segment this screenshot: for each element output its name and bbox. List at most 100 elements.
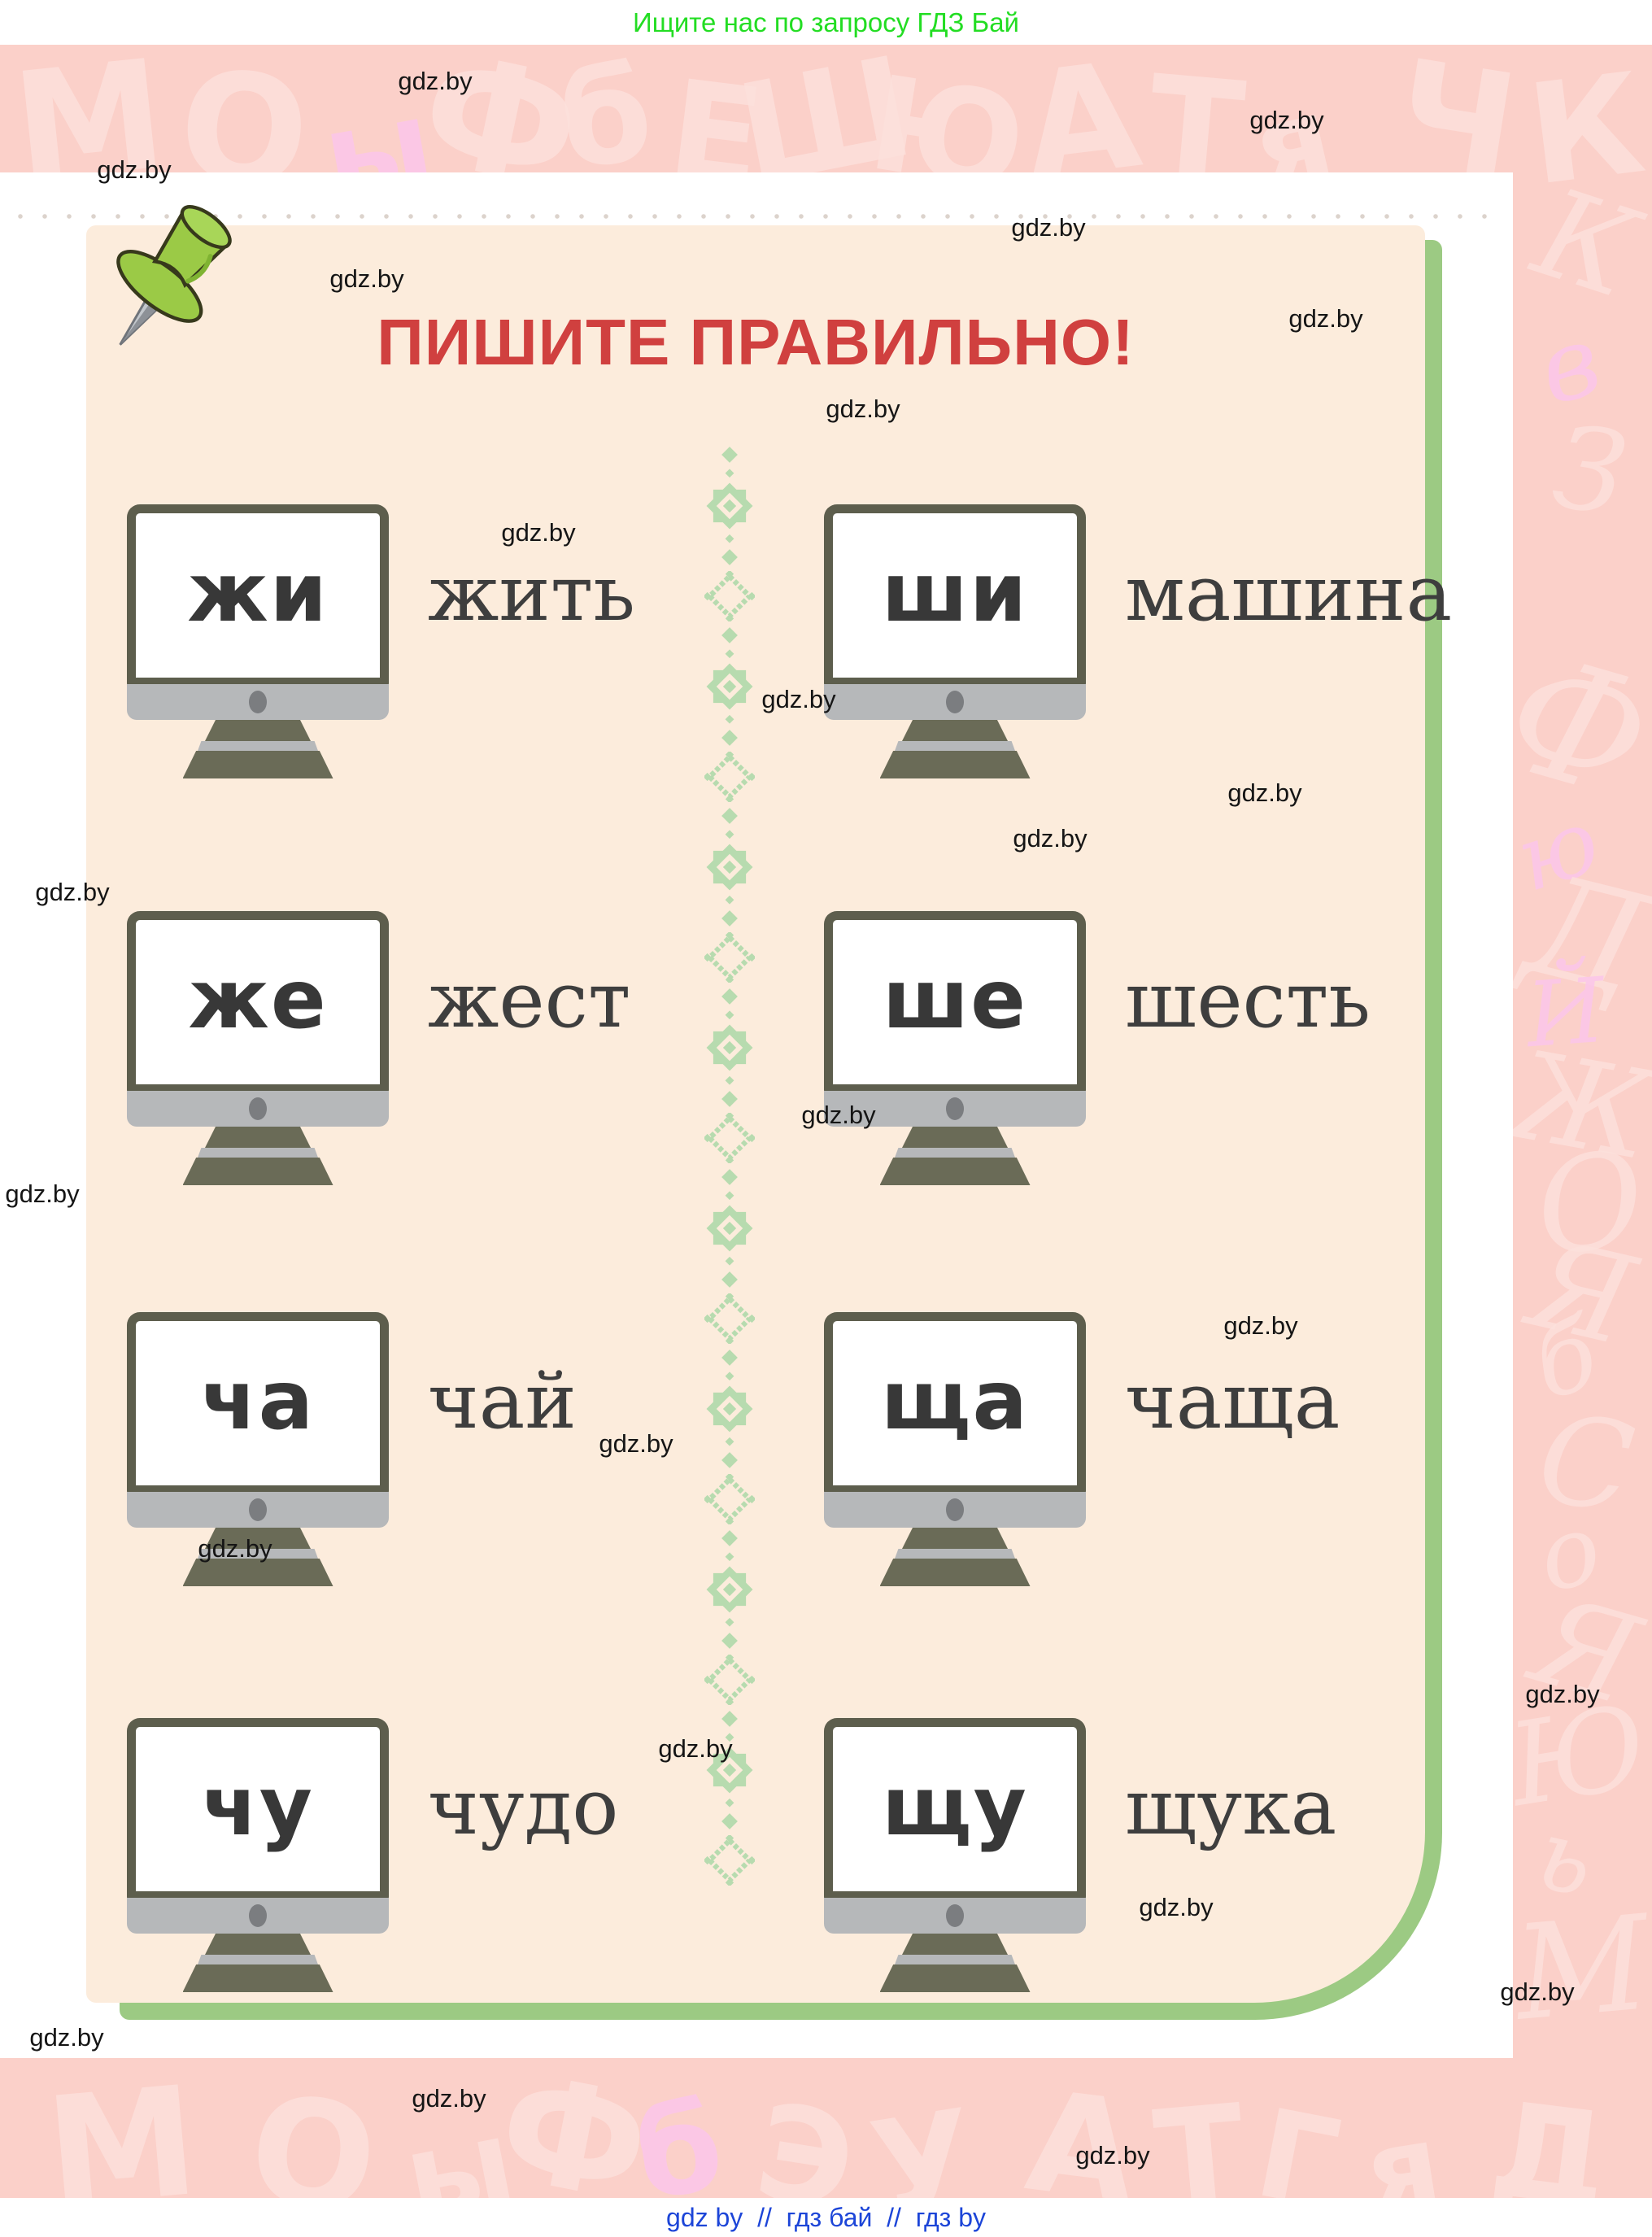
example-word: жить [428,549,635,639]
watermark: gdz.by [599,1429,673,1458]
watermark: gdz.by [1249,106,1324,134]
watermark: gdz.by [398,67,473,95]
ornament-star-icon [706,1733,753,1807]
camera-dot-icon [249,1498,267,1521]
camera-dot-icon [249,691,267,713]
ornament-dot-icon [721,1091,738,1107]
example-word: чай [428,1357,577,1446]
monitor-icon: ше [824,911,1086,1185]
monitor-screen: ши [824,504,1086,685]
watermark: gdz.by [29,2023,104,2052]
decorative-letter: А [1018,2060,1145,2198]
ornament-dot-icon [721,1271,738,1288]
ornament-diamond-icon [704,1835,755,1886]
ornament-dot-icon [721,1813,738,1829]
decorative-letter: Э [746,2073,865,2198]
poster-title: ПИШИТЕ ПРАВИЛЬНО! [377,306,1135,378]
folk-ornament-column [691,446,769,1918]
syllable-label: ше [882,951,1028,1047]
watermark: gdz.by [761,685,836,713]
decorative-letter: Т [1149,2075,1251,2198]
camera-dot-icon [249,1904,267,1927]
syllable-label: ща [880,1352,1030,1448]
footer-links[interactable]: gdz by // гдз бай // гдз by [666,2202,986,2232]
ornament-dot-icon [721,1711,738,1727]
decorative-letter: б [554,45,658,198]
ornament-diamond-icon [704,932,755,983]
example-word: щука [1125,1763,1337,1852]
watermark: gdz.by [501,518,576,547]
monitor-chin [127,1492,389,1528]
ornament-dot-icon [721,627,738,643]
ornament-star-icon [706,1371,753,1446]
ornament-diamond-icon [704,1293,755,1344]
ornament-dot-icon [721,730,738,746]
syllable-card: ше шесть [824,911,1430,1204]
monitor-icon: чу [127,1718,389,1992]
monitor-chin [127,1898,389,1934]
watermark: gdz.by [1139,1893,1214,1921]
syllable-label: ча [200,1352,316,1448]
ornament-star-icon [706,1552,753,1627]
pushpin-icon [116,205,232,346]
watermark: gdz.by [826,395,900,423]
decorative-letter: Д [1482,2073,1617,2198]
syllable-card: ча чай [127,1312,696,1605]
dotted-divider [8,213,1505,220]
monitor-icon: ши [824,504,1086,778]
camera-dot-icon [946,1097,964,1120]
ornament-dot-icon [721,1169,738,1185]
monitor-chin [824,1091,1086,1127]
monitor-stand [127,1934,389,1992]
promo-text: Ищите нас по запросу ГДЗ Бай [633,7,1019,37]
ornament-dot-icon [721,988,738,1005]
ornament-dot-icon [721,1452,738,1468]
monitor-icon: ща [824,1312,1086,1586]
ornament-dot-icon [721,1633,738,1649]
decorative-letter: О [241,2063,386,2198]
example-word: шесть [1125,956,1371,1045]
monitor-chin [127,1091,389,1127]
watermark: gdz.by [97,155,172,184]
watermark: gdz.by [1013,824,1088,853]
monitor-stand [824,1934,1086,1992]
syllable-card: ща чаща [824,1312,1430,1605]
monitor-icon: ча [127,1312,389,1586]
monitor-screen: чу [127,1718,389,1899]
watermark: gdz.by [1011,213,1086,242]
ornament-diamond-icon [704,1113,755,1163]
example-word: чудо [428,1763,619,1852]
syllable-card: щу щука [824,1718,1430,2011]
syllable-card: чу чудо [127,1718,696,2011]
monitor-screen: щу [824,1718,1086,1899]
decorative-letter: У [861,2080,985,2198]
monitor-chin [824,1898,1086,1934]
example-word: жест [428,956,631,1045]
syllable-label: ши [881,544,1029,640]
watermark: gdz.by [1500,1978,1575,2006]
watermark: gdz.by [35,878,110,906]
monitor-stand [127,1528,389,1586]
monitor-icon: же [127,911,389,1185]
watermark: gdz.by [1288,304,1363,333]
watermark: gdz.by [329,264,404,293]
monitor-chin [824,684,1086,720]
example-word: машина [1125,549,1453,639]
ornament-dot-icon [721,1350,738,1366]
example-word: чаща [1125,1357,1340,1446]
ornament-diamond-icon [704,752,755,802]
camera-dot-icon [946,1498,964,1521]
ornament-star-icon [706,1010,753,1085]
decorative-letter: я [1356,2098,1450,2198]
ornament-diamond-icon [704,1655,755,1705]
monitor-stand [127,720,389,778]
monitor-icon: жи [127,504,389,778]
watermark: gdz.by [1223,1311,1298,1340]
syllable-card: жи жить [127,504,696,797]
syllable-label: щу [882,1758,1028,1854]
monitor-screen: ча [127,1312,389,1493]
ornament-dot-icon [721,447,738,463]
ornament-star-icon [706,830,753,905]
ornament-star-icon [706,469,753,543]
